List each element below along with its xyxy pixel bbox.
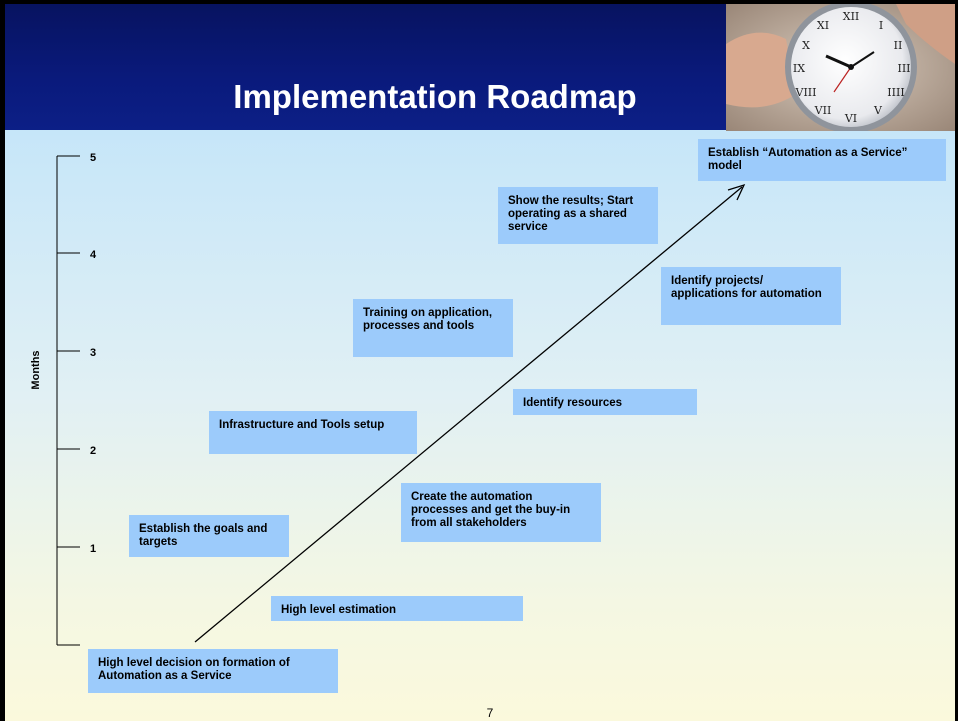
page-number: 7 [486,706,494,720]
svg-text:VIII: VIII [795,86,817,99]
svg-text:XII: XII [843,10,860,23]
tick-label-1: 1 [90,543,97,555]
step-box-estimation: High level estimation [271,596,523,621]
svg-text:X: X [802,39,810,52]
step-box-training: Training on application, processes and t… [353,299,513,357]
tick-label-5: 5 [90,152,97,164]
svg-text:IIII: IIII [887,86,904,99]
content-area [5,130,955,721]
step-box-goals: Establish the goals and targets [129,515,289,557]
arrow-head-icon [727,183,746,201]
slide-border-top [0,0,958,4]
stopwatch-icon: XII I II III IIII V VI VII VIII IX X XI [726,4,955,131]
step-box-decision: High level decision on formation of Auto… [88,649,338,693]
step-box-model: Establish “Automation as a Service” mode… [698,139,946,181]
axis-label-months: Months [30,350,42,390]
stopwatch-photo: XII I II III IIII V VI VII VIII IX X XI [726,4,955,131]
slide-border-right [955,4,958,721]
slide-title: Implementation Roadmap [233,78,637,115]
svg-text:VII: VII [814,104,832,117]
tick-label-2: 2 [90,445,97,457]
step-box-results: Show the results; Start operating as a s… [498,187,658,244]
tick-label-3: 3 [90,347,97,359]
svg-text:IX: IX [793,62,805,75]
tick-label-4: 4 [90,249,97,261]
svg-text:III: III [897,62,910,75]
svg-text:VI: VI [844,112,857,125]
step-box-infra: Infrastructure and Tools setup [209,411,417,454]
progress-arrow-line [194,186,743,643]
step-box-buyin: Create the automation processes and get … [401,483,601,542]
svg-text:II: II [894,39,903,52]
step-box-resources: Identify resources [513,389,697,415]
step-box-projects: Identify projects/ applications for auto… [661,267,841,325]
svg-text:I: I [879,19,883,32]
svg-text:XI: XI [817,19,829,32]
slide-border-left [0,4,5,721]
svg-text:V: V [873,104,883,117]
